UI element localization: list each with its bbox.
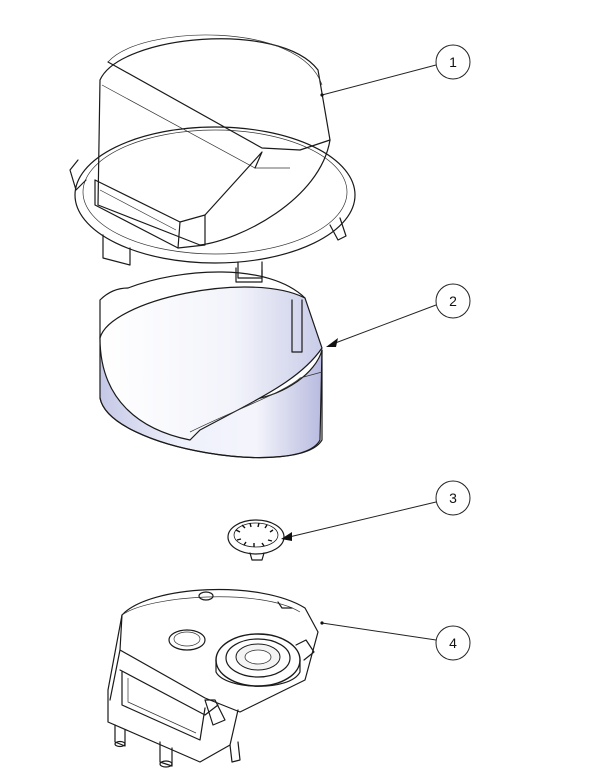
dial-tick-marks bbox=[235, 522, 274, 547]
callout-1: 1 bbox=[435, 44, 471, 80]
leader-lines bbox=[281, 64, 437, 641]
leader-4 bbox=[321, 622, 437, 641]
callout-4: 4 bbox=[435, 625, 471, 661]
leader-1 bbox=[321, 64, 437, 96]
callout-3-label: 3 bbox=[449, 490, 457, 506]
callout-1-label: 1 bbox=[449, 54, 457, 70]
leader-2 bbox=[329, 304, 437, 346]
callout-2: 2 bbox=[435, 283, 471, 319]
callout-2-label: 2 bbox=[449, 293, 457, 309]
dial-part bbox=[227, 519, 285, 561]
leader-3 bbox=[284, 501, 437, 539]
cover-part bbox=[69, 34, 356, 279]
callout-4-label: 4 bbox=[449, 635, 457, 651]
base-part bbox=[107, 588, 319, 768]
band-part bbox=[99, 267, 323, 459]
callout-3: 3 bbox=[435, 480, 471, 516]
